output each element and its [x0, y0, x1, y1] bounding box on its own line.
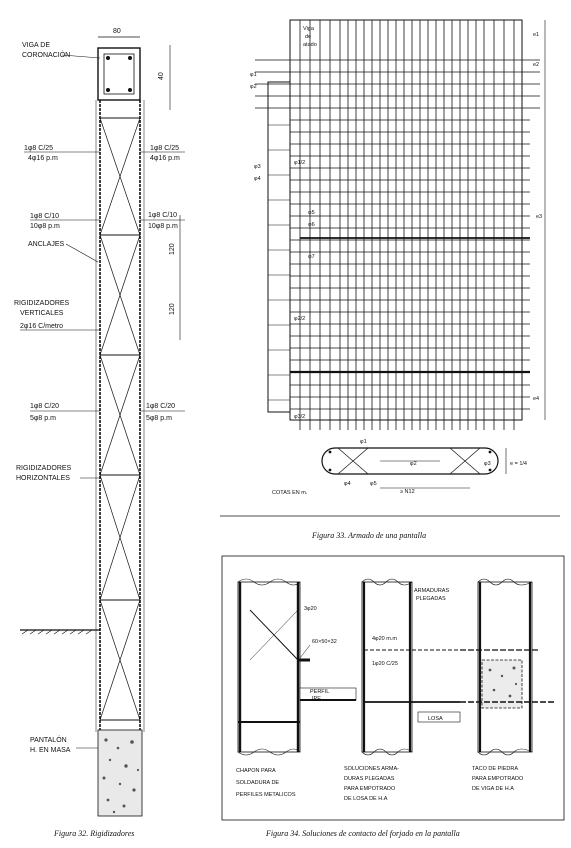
figure-33-armado: Viga de atado φ1 φ2 φ3 φ4 φ5 φ6 φ7 φ1/2 …	[220, 19, 560, 540]
losa-label: LOSA	[428, 716, 443, 722]
caption-mid-1: SOLUCIONES ARMA-	[344, 766, 399, 772]
side-mark-1: e1	[533, 32, 539, 38]
phi-1: φ1	[250, 72, 257, 78]
caption-left-3: PERFILES METALICOS	[236, 792, 296, 798]
left-label-1b: 4φ16 p.m	[28, 155, 58, 162]
side-mark-3: e3	[536, 214, 542, 220]
stiffener-bracing	[99, 117, 141, 721]
rebar-grid-horizontal	[255, 59, 540, 410]
crown-beam	[97, 47, 141, 101]
figure-33-caption: Figura 33. Armado de una pantalla	[311, 531, 426, 540]
notes-top-2: PLEGADAS	[416, 596, 446, 602]
top-label-2: de	[305, 34, 311, 40]
rebar1-label: 4φ20 m.m	[372, 636, 397, 642]
steel-plate-label: 60×50×32	[312, 639, 337, 645]
caption-right-3: DE VIGA DE H.A	[472, 786, 514, 792]
section-label-6: e = 1/4	[510, 461, 527, 467]
figure-34-caption: Figura 34. Soluciones de contacto del fo…	[265, 829, 460, 838]
figure-34-soluciones: 3φ20 60×50×32 PERFIL IPE 4φ20 m.m 1φ20 C…	[221, 555, 565, 838]
section-label-4: φ4	[344, 481, 351, 487]
side-dim-120b: 120	[169, 303, 176, 315]
left-label-4a: RIGIDIZADORES	[14, 300, 70, 307]
phi-6: φ6	[308, 222, 315, 228]
right-label-1a: 1φ8 C/25	[150, 145, 179, 152]
right-label-1b: 4φ16 p.m	[150, 155, 180, 162]
plan-section-detail	[321, 447, 507, 475]
top-label-3: atado	[303, 42, 317, 48]
top-label-1: Viga	[303, 26, 315, 32]
section-label-1: φ1	[360, 439, 367, 445]
mass-concrete-base	[97, 729, 143, 817]
perfil-label-1: PERFIL	[310, 689, 329, 695]
pantalon-label-2: H. EN MASA	[30, 747, 71, 754]
caption-right-1: TACO DE PIEDRA	[472, 766, 518, 772]
left-label-5: 2φ16 C/metro	[20, 323, 63, 330]
caption-left-1: CHAPON PARA	[236, 768, 276, 774]
caption-mid-3: PARA EMPOTRADO	[344, 786, 396, 792]
dim-top-80: 80	[113, 28, 121, 35]
left-label-2a: 1φ8 C/10	[30, 213, 59, 220]
side-dim-120a: 120	[169, 243, 176, 255]
left-label-6b: 5φ8 p.m	[30, 415, 56, 422]
section-label-5: φ5	[370, 481, 377, 487]
figure-32-rigidizadores: 80 VIGA DE CORONACIÓN	[14, 28, 185, 838]
viga-label-1: VIGA DE	[22, 42, 50, 49]
left-label-7a: RIGIDIZADORES	[16, 465, 72, 472]
side-mark-2: e2	[533, 62, 539, 68]
notes-top-1: ARMADURAS	[414, 588, 449, 594]
left-label-4b: VERTICALES	[20, 310, 64, 317]
side-dim-40: 40	[158, 72, 165, 80]
rebar-grid-vertical	[299, 20, 515, 430]
phi-2: φ2	[250, 84, 257, 90]
left-label-1a: 1φ8 C/25	[24, 145, 53, 152]
left-mark-2: φ2/2	[294, 316, 305, 322]
figure-32-caption: Figura 32. Rigidizadores	[53, 829, 134, 838]
section-dim: ≥ N12	[400, 489, 415, 495]
section-label-2: φ2	[410, 461, 417, 467]
right-label-3a: 1φ8 C/20	[146, 403, 175, 410]
cotas-label: COTAS EN m.	[272, 490, 308, 496]
right-label-2a: 1φ8 C/10	[148, 212, 177, 219]
right-label-2b: 10φ8 p.m	[148, 223, 178, 230]
left-mark-3: φ3/2	[294, 414, 305, 420]
pantalon-label-1: PANTALÓN	[30, 735, 67, 744]
viga-label-2: CORONACIÓN	[22, 50, 70, 59]
caption-mid-2: DURAS PLEGADAS	[344, 776, 395, 782]
section-label-3: φ3	[484, 461, 491, 467]
left-label-7b: HORIZONTALES	[16, 475, 70, 482]
caption-mid-4: DE LOSA DE H.A	[344, 796, 388, 802]
side-mark-4: e4	[533, 396, 539, 402]
left-label-2b: 10φ8 p.m	[30, 223, 60, 230]
anchor-label: 3φ20	[304, 606, 317, 612]
phi-4: φ4	[254, 176, 261, 182]
rebar2-label: 1φ20 C/25	[372, 661, 398, 667]
phi-7: φ7	[308, 254, 315, 260]
caption-left-2: SOLDADURA DE	[236, 780, 279, 786]
left-label-3: ANCLAJES	[28, 241, 65, 248]
phi-5: φ5	[308, 210, 315, 216]
right-label-3b: 5φ8 p.m	[146, 415, 172, 422]
left-label-6a: 1φ8 C/20	[30, 403, 59, 410]
phi-3: φ3	[254, 164, 261, 170]
left-mark-1: φ1/2	[294, 160, 305, 166]
caption-right-2: PARA EMPOTRADO	[472, 776, 524, 782]
